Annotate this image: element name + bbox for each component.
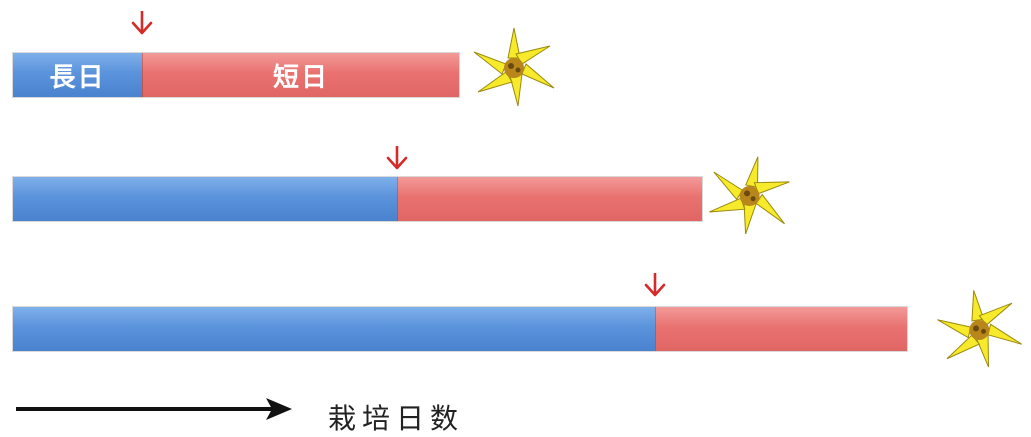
- long-day-label: 長日: [49, 62, 106, 93]
- long-day-segment: [13, 307, 655, 351]
- short-day-segment: 短日: [142, 53, 459, 97]
- switch-marker-arrow-icon: [131, 11, 153, 35]
- short-day-segment: [397, 177, 702, 221]
- timeline-bar-3: [12, 306, 908, 352]
- long-day-segment: 長日: [13, 53, 142, 97]
- flower-icon: [709, 156, 790, 235]
- long-day-segment: [13, 177, 397, 221]
- short-day-segment: [655, 307, 907, 351]
- timeline-bar-2: [12, 176, 703, 222]
- flower-icon: [473, 27, 555, 107]
- axis-label: 栽培日数: [328, 402, 465, 435]
- axis-arrow-icon: [16, 398, 292, 420]
- short-day-label: 短日: [272, 62, 329, 93]
- switch-marker-arrow-icon: [386, 146, 408, 170]
- switch-marker-arrow-icon: [644, 273, 666, 297]
- timeline-bar-1: 長日 短日: [12, 52, 460, 98]
- flower-icon: [937, 290, 1022, 368]
